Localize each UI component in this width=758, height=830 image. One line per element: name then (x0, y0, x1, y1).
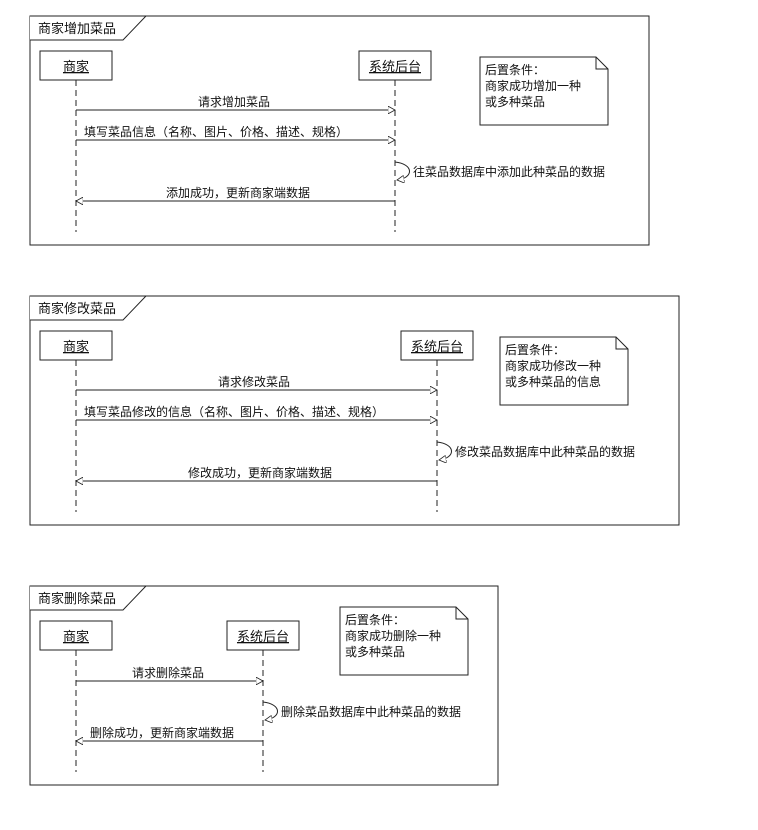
message-label: 往菜品数据库中添加此种菜品的数据 (413, 164, 605, 179)
lifeline-system-box (400, 330, 474, 361)
frame (29, 295, 680, 526)
lifeline-actor-box (39, 330, 113, 361)
message-label: 修改菜品数据库中此种菜品的数据 (455, 444, 635, 459)
message-label: 添加成功，更新商家端数据 (166, 185, 310, 200)
self-message-arrow (436, 441, 452, 460)
message-label: 修改成功，更新商家端数据 (188, 465, 332, 480)
note-line: 后置条件： (505, 343, 565, 357)
note-line: 商家成功增加一种 (485, 78, 581, 93)
lifeline-actor-label: 商家 (63, 339, 89, 355)
lifeline-system-box (358, 50, 432, 81)
frame-title: 商家修改菜品 (38, 301, 116, 317)
message-label: 请求修改菜品 (218, 374, 290, 389)
frame-tab (30, 585, 148, 611)
frame-title: 商家增加菜品 (38, 21, 116, 37)
message-label: 删除成功，更新商家端数据 (90, 725, 234, 740)
message-label: 请求增加菜品 (198, 95, 270, 109)
frame-tab (30, 15, 148, 41)
note-line: 或多种菜品 (345, 645, 405, 659)
message-label: 删除菜品数据库中此种菜品的数据 (281, 704, 461, 719)
diagram-add-dish: 商家增加菜品 商家 系统后台 后置条件： 商家成功增加一种 或多种菜品 请求增加… (29, 15, 650, 246)
lifeline-actor-label: 商家 (63, 629, 89, 645)
lifeline-actor-box (39, 620, 113, 651)
lifeline-system-label: 系统后台 (369, 60, 421, 75)
message-label: 请求删除菜品 (132, 665, 204, 680)
note-line: 商家成功删除一种 (345, 628, 441, 643)
lifeline-system-label: 系统后台 (237, 630, 289, 645)
frame-title: 商家删除菜品 (38, 591, 116, 607)
lifeline-actor-label: 商家 (63, 59, 89, 75)
lifeline-system-label: 系统后台 (411, 340, 463, 355)
frame-tab (30, 295, 148, 321)
frame (29, 15, 650, 246)
note (479, 56, 609, 126)
note-line: 后置条件： (345, 613, 405, 627)
frame (29, 585, 499, 786)
note (339, 606, 469, 676)
note (499, 336, 629, 406)
note-line: 或多种菜品的信息 (505, 374, 601, 389)
note-line: 或多种菜品 (485, 95, 545, 109)
self-message-arrow (262, 701, 278, 720)
message-label: 填写菜品信息（名称、图片、价格、描述、规格） (84, 124, 348, 139)
self-message-arrow (394, 161, 410, 180)
note-line: 商家成功修改一种 (505, 358, 601, 373)
diagram-edit-dish: 商家修改菜品 商家 系统后台 后置条件： 商家成功修改一种 或多种菜品的信息 请… (29, 295, 680, 526)
diagram-delete-dish: 商家删除菜品 商家 系统后台 后置条件： 商家成功删除一种 或多种菜品 请求删除… (29, 585, 499, 786)
note-line: 后置条件： (485, 63, 545, 77)
lifeline-actor-box (39, 50, 113, 81)
message-label: 填写菜品修改的信息（名称、图片、价格、描述、规格） (84, 404, 384, 419)
lifeline-system-box (226, 620, 300, 651)
